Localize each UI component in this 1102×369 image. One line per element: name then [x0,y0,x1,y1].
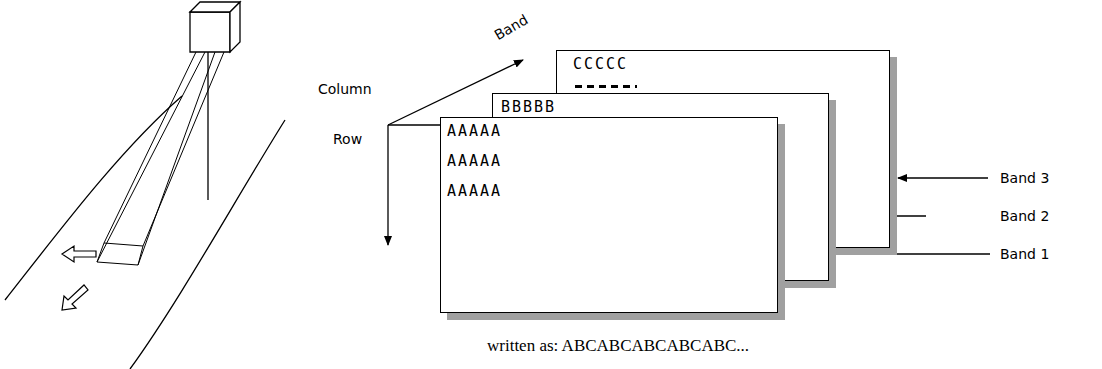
hidden-row [575,85,637,88]
leader-arrow [898,177,988,178]
band-label: Band 2 [1000,207,1049,225]
pixel-row: AAAAA [447,182,771,200]
road-edge [5,96,182,300]
pixel-row: BBBBB [501,98,820,116]
pixel-row: CCCCC [573,55,873,73]
row-axis [387,125,388,245]
camera-symbol [190,2,240,52]
band-layer: AAAAA AAAAA AAAAA [440,117,778,313]
pixel-row: AAAAA [447,122,771,140]
caption: written as: ABCABCABCABCABC... [487,336,749,356]
axis-label: Row [333,130,362,148]
band-label: Band 1 [1000,245,1049,263]
axis-label: Column [318,80,372,98]
band-label: Band 3 [1000,169,1049,187]
motion-arrow [62,246,96,262]
camera-pole [207,52,208,200]
scan-beam [97,52,224,265]
axis-label: Band [491,10,531,44]
pixel-row: AAAAA [447,152,771,170]
motion-arrow [62,285,88,310]
